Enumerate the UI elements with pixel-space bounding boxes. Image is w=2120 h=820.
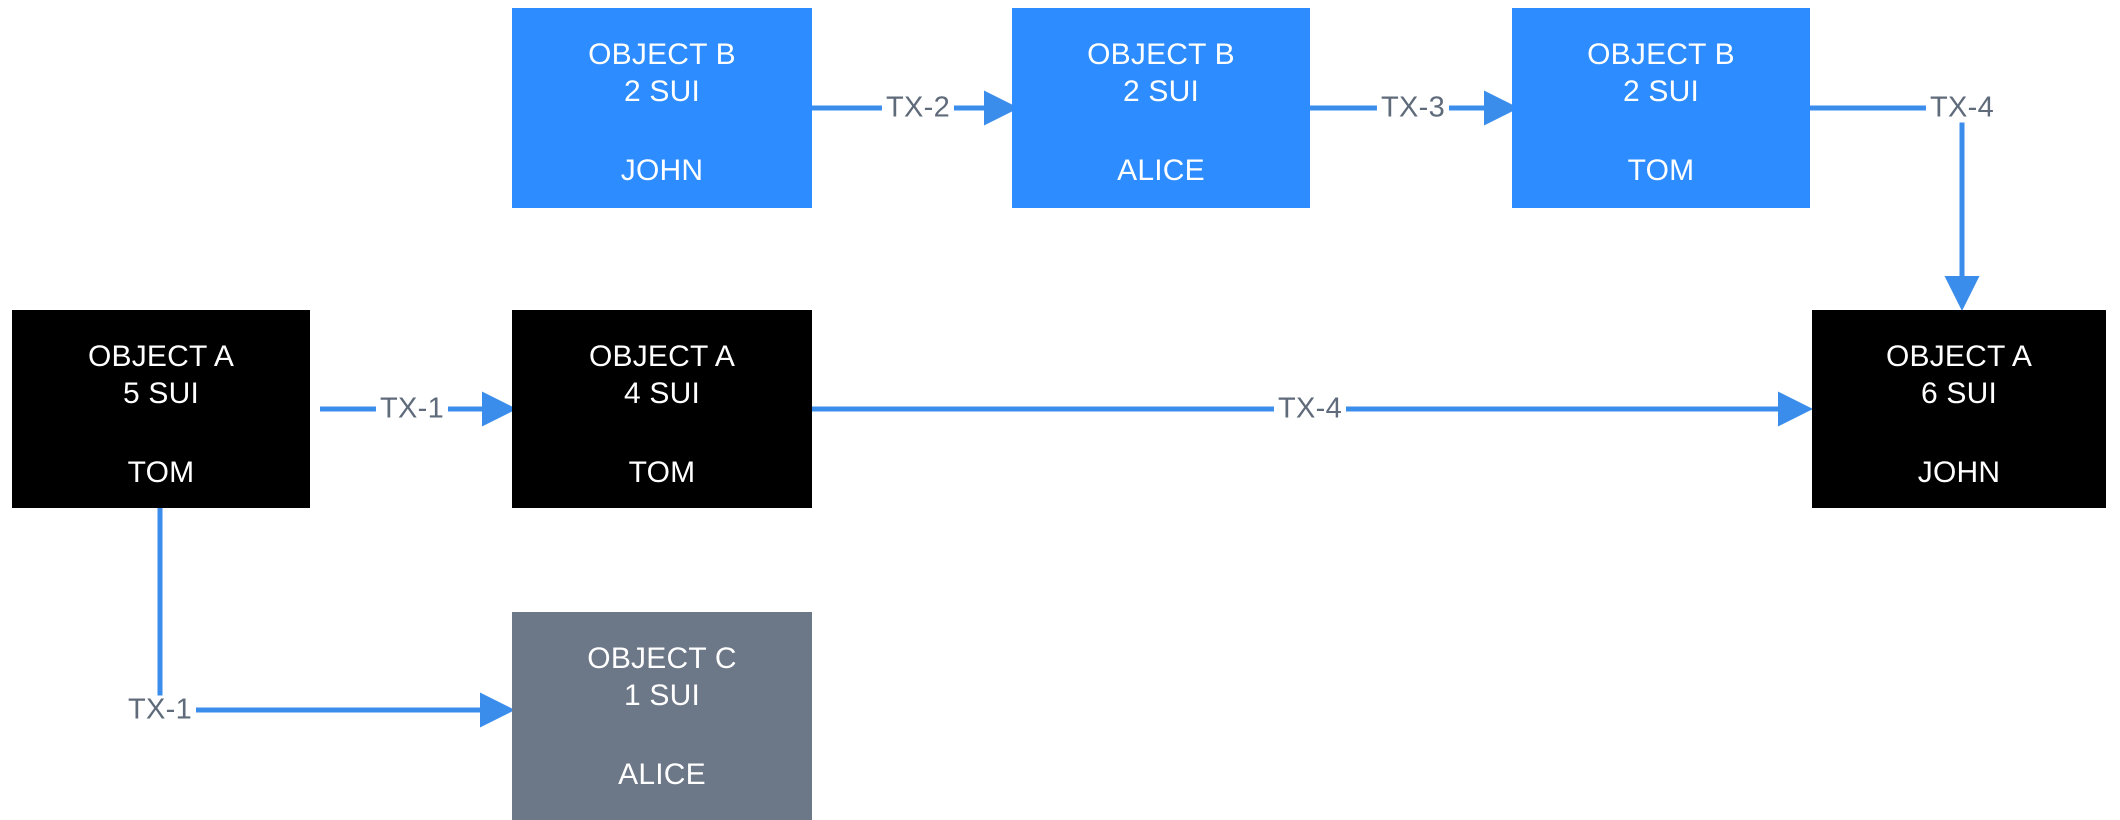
node-owner: TOM — [1627, 154, 1695, 187]
node-header: OBJECT B 2 SUI — [1587, 8, 1735, 110]
node-object-b-john[interactable]: OBJECT B 2 SUI JOHN — [512, 8, 812, 208]
edge-label-tx3: TX-3 — [1376, 93, 1450, 123]
node-object-b-alice[interactable]: OBJECT B 2 SUI ALICE — [1012, 8, 1310, 208]
node-header: OBJECT B 2 SUI — [1087, 8, 1235, 110]
node-title: OBJECT A — [588, 340, 736, 373]
edge-label-tx4-mid: TX-4 — [1273, 394, 1347, 424]
node-owner: ALICE — [1117, 154, 1205, 187]
node-header: OBJECT C 1 SUI — [587, 612, 736, 714]
edge-label-tx4-top: TX-4 — [1925, 93, 1999, 123]
node-object-a-4sui-tom[interactable]: OBJECT A 4 SUI TOM — [512, 310, 812, 508]
node-object-a-6sui-john[interactable]: OBJECT A 6 SUI JOHN — [1812, 310, 2106, 508]
node-amount: 4 SUI — [623, 377, 701, 410]
node-amount: 2 SUI — [1122, 75, 1200, 108]
node-owner: TOM — [628, 456, 696, 489]
node-owner: JOHN — [1917, 456, 2001, 489]
node-title: OBJECT A — [1885, 340, 2033, 373]
node-object-c-alice[interactable]: OBJECT C 1 SUI ALICE — [512, 612, 812, 820]
node-amount: 1 SUI — [623, 679, 701, 712]
node-object-b-tom[interactable]: OBJECT B 2 SUI TOM — [1512, 8, 1810, 208]
node-header: OBJECT B 2 SUI — [588, 8, 736, 110]
node-header: OBJECT A 4 SUI — [589, 310, 735, 412]
edge-label-tx1-top: TX-1 — [375, 394, 449, 424]
node-header: OBJECT A 6 SUI — [1886, 310, 2032, 412]
node-amount: 2 SUI — [623, 75, 701, 108]
edge-label-tx2: TX-2 — [881, 93, 955, 123]
node-title: OBJECT A — [87, 340, 235, 373]
node-amount: 6 SUI — [1920, 377, 1998, 410]
edge-label-tx1-bottom: TX-1 — [123, 695, 197, 725]
node-header: OBJECT A 5 SUI — [88, 310, 234, 412]
node-title: OBJECT B — [588, 38, 736, 71]
node-title: OBJECT B — [1087, 38, 1235, 71]
node-owner: TOM — [127, 456, 195, 489]
node-amount: 5 SUI — [122, 377, 200, 410]
node-title: OBJECT C — [587, 642, 737, 675]
edge-tx4-top-path — [1810, 105, 1980, 312]
node-amount: 2 SUI — [1622, 75, 1700, 108]
node-title: OBJECT B — [1587, 38, 1735, 71]
node-owner: ALICE — [618, 758, 706, 791]
edge-tx1-bottom-path — [157, 508, 516, 728]
node-object-a-5sui-tom[interactable]: OBJECT A 5 SUI TOM — [12, 310, 310, 508]
node-owner: JOHN — [620, 154, 704, 187]
